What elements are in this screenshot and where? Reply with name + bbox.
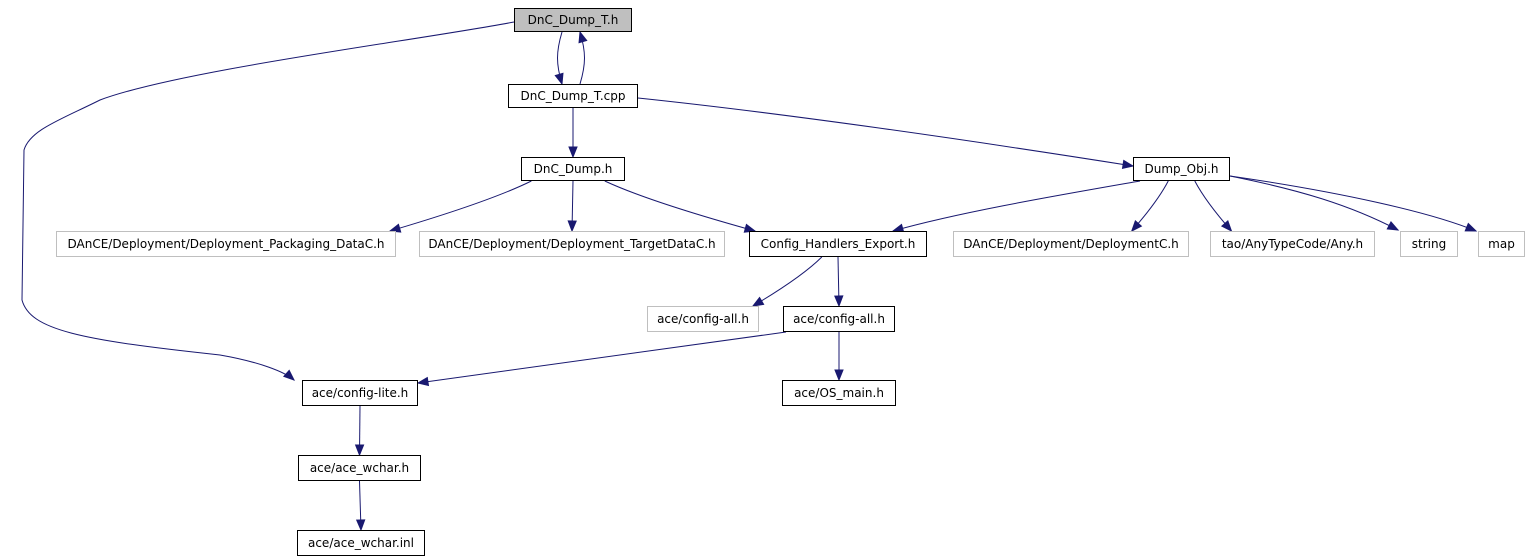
node-config-handlers-export[interactable]: Config_Handlers_Export.h — [749, 231, 927, 257]
node-deploymentc: DAnCE/Deployment/DeploymentC.h — [953, 231, 1189, 257]
node-string: string — [1400, 231, 1458, 257]
node-config-all-ext: ace/config-all.h — [647, 306, 759, 332]
edge-config-all-to-config-lite-arrowhead — [416, 376, 430, 387]
edge-dnc-dump-h-to-deployment-packaging — [389, 180, 532, 232]
edge-ace-wchar-h-to-ace-wchar-inl-arrowhead — [355, 519, 366, 532]
edge-dnc-dump-t-h-to-dnc-dump-t-cpp-arrowhead — [554, 72, 564, 86]
node-config-all[interactable]: ace/config-all.h — [783, 306, 895, 332]
node-dnc-dump-h[interactable]: DnC_Dump.h — [521, 157, 625, 181]
edge-dnc-dump-t-cpp-to-dump-obj-h-arrowhead — [1121, 159, 1135, 170]
node-label: DAnCE/Deployment/DeploymentC.h — [963, 237, 1179, 251]
node-label: DnC_Dump_T.cpp — [520, 89, 626, 103]
node-ace-wchar-inl[interactable]: ace/ace_wchar.inl — [297, 530, 425, 556]
node-label: ace/ace_wchar.inl — [307, 536, 414, 550]
node-config-lite[interactable]: ace/config-lite.h — [302, 380, 418, 406]
edge-dump-obj-h-to-string — [1229, 175, 1399, 231]
node-label: ace/config-lite.h — [311, 386, 409, 400]
node-label: tao/AnyTypeCode/Any.h — [1221, 237, 1364, 251]
node-any-h: tao/AnyTypeCode/Any.h — [1210, 231, 1375, 257]
node-dnc-dump-t-h[interactable]: DnC_Dump_T.h — [514, 8, 632, 32]
node-os-main[interactable]: ace/OS_main.h — [782, 380, 896, 406]
node-dnc-dump-t-cpp[interactable]: DnC_Dump_T.cpp — [508, 84, 638, 108]
edge-config-handlers-export-to-config-all-ext-arrowhead — [751, 296, 765, 307]
node-label: map — [1488, 237, 1515, 251]
edge-dump-obj-h-to-any-h-arrowhead — [1220, 219, 1233, 233]
edge-dnc-dump-h-to-config-handlers-export — [604, 180, 756, 232]
node-label: DnC_Dump.h — [533, 162, 613, 176]
edge-dump-obj-h-to-map-arrowhead — [1464, 222, 1478, 232]
edge-dnc-dump-t-cpp-to-dnc-dump-t-h-arrowhead — [578, 30, 588, 44]
node-dump-obj-h[interactable]: Dump_Obj.h — [1133, 157, 1230, 181]
node-label: ace/ace_wchar.h — [309, 461, 410, 475]
node-label: ace/config-all.h — [793, 312, 885, 326]
node-deployment-packaging: DAnCE/Deployment/Deployment_Packaging_Da… — [56, 231, 396, 257]
edge-dnc-dump-t-h-to-config-lite — [21, 21, 515, 381]
node-deployment-target: DAnCE/Deployment/Deployment_TargetDataC.… — [419, 231, 725, 257]
node-map: map — [1478, 231, 1525, 257]
edge-config-lite-to-ace-wchar-h-arrowhead — [354, 444, 365, 457]
node-label: DAnCE/Deployment/Deployment_TargetDataC.… — [428, 237, 716, 251]
node-label: DAnCE/Deployment/Deployment_Packaging_Da… — [67, 237, 385, 251]
edge-dnc-dump-h-to-deployment-target-arrowhead — [567, 220, 577, 233]
node-label: ace/config-all.h — [657, 312, 749, 326]
edge-config-all-to-os-main-arrowhead — [834, 369, 844, 382]
node-label: Config_Handlers_Export.h — [760, 237, 916, 251]
edge-dump-obj-h-to-map — [1229, 175, 1477, 232]
node-label: string — [1411, 237, 1447, 251]
edge-dump-obj-h-to-config-handlers-export — [892, 180, 1141, 232]
edge-dnc-dump-t-cpp-to-dnc-dump-h-arrowhead — [568, 146, 578, 159]
edge-dnc-dump-t-h-to-config-lite-arrowhead — [283, 369, 296, 381]
node-label: DnC_Dump_T.h — [527, 13, 619, 27]
edge-dnc-dump-t-cpp-to-dump-obj-h — [637, 97, 1134, 167]
node-label: ace/OS_main.h — [794, 386, 884, 400]
node-ace-wchar-h[interactable]: ace/ace_wchar.h — [298, 455, 421, 481]
edge-dump-obj-h-to-string-arrowhead — [1386, 220, 1400, 231]
edge-dump-obj-h-to-deploymentc-arrowhead — [1130, 219, 1143, 233]
node-label: Dump_Obj.h — [1144, 162, 1219, 176]
edge-config-handlers-export-to-config-all-arrowhead — [834, 295, 844, 308]
edge-config-handlers-export-to-config-all-ext — [752, 256, 823, 307]
edge-config-all-to-config-lite — [417, 331, 787, 384]
